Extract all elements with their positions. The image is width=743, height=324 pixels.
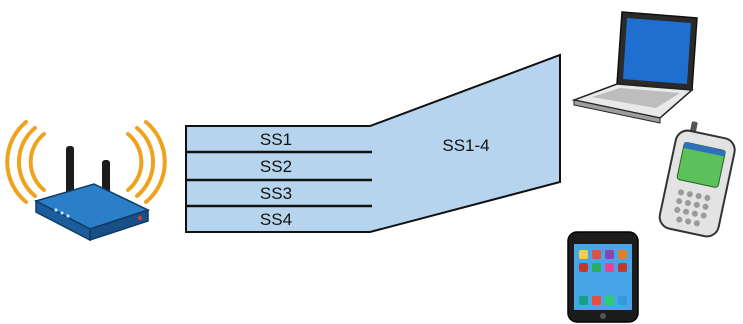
router-light (54, 208, 58, 212)
spatial-streams: SS1 SS2 SS3 SS4 SS1-4 (185, 53, 561, 233)
combined-stream-label: SS1-4 (442, 136, 489, 155)
stream-label-ss1: SS1 (260, 130, 292, 149)
antenna-left (66, 146, 74, 204)
stream-label-ss2: SS2 (260, 157, 292, 176)
pda-screen-header (683, 141, 726, 157)
pda-keypad (674, 189, 711, 227)
smartphone-app-icons (579, 250, 627, 305)
laptop-screen (623, 18, 691, 84)
stream-label-ss3: SS3 (260, 184, 292, 203)
smartphone-home-button (600, 313, 606, 319)
router-power-light (138, 216, 142, 220)
router-light (60, 211, 64, 215)
laptop-icon (571, 11, 698, 124)
laptop-front-edge (573, 99, 661, 124)
wifi-waves-right-icon (126, 120, 167, 204)
wifi-waves-left-icon (5, 120, 46, 204)
router-light (66, 214, 70, 218)
combined-stream-shape (185, 53, 561, 233)
smartphone-icon (567, 231, 639, 323)
wifi-router-icon (5, 120, 167, 242)
laptop-keyboard (592, 88, 680, 108)
router-body-side (89, 208, 149, 242)
stream-label-ss4: SS4 (260, 210, 292, 229)
pda-phone-icon (658, 121, 736, 238)
